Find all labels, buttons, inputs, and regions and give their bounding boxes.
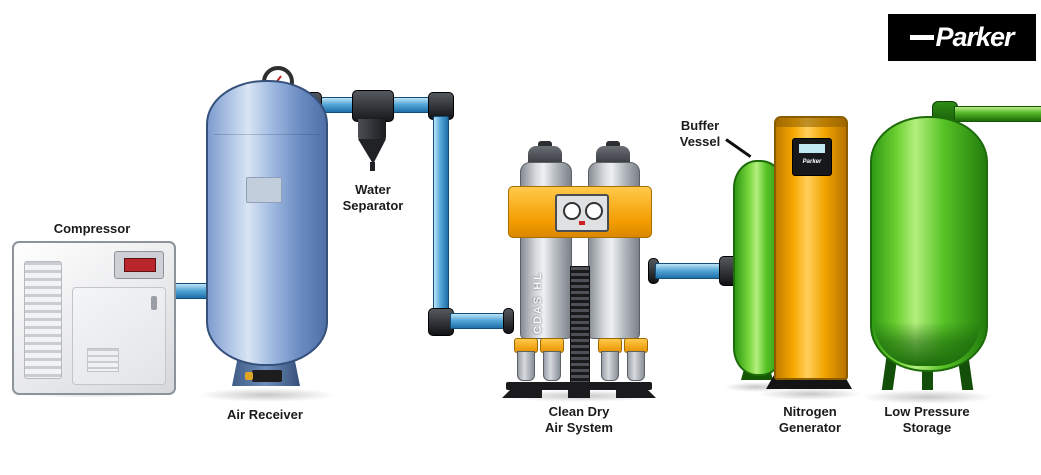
water-separator-head bbox=[352, 90, 394, 122]
air-receiver-drain-valve bbox=[252, 370, 282, 382]
generator-brand-text: Parker bbox=[802, 159, 822, 165]
cdas-unit: CDAS HL bbox=[502, 141, 656, 398]
compressor-display-screen bbox=[124, 258, 156, 272]
air-receiver-tank bbox=[206, 80, 328, 366]
generator-screen bbox=[799, 144, 825, 153]
pipe-cdas-to-buffer bbox=[655, 263, 725, 279]
compressor-door-handle bbox=[151, 296, 157, 310]
cdas-foot bbox=[616, 386, 656, 398]
water-separator-bowl bbox=[358, 139, 386, 164]
compressor-vent-grille bbox=[24, 261, 62, 379]
shadow bbox=[198, 388, 336, 402]
filter-bowl bbox=[627, 351, 645, 381]
water-separator-drain bbox=[370, 162, 375, 171]
pipe-flange bbox=[503, 308, 514, 334]
low-pressure-storage-tank bbox=[870, 116, 988, 372]
cdas-foot bbox=[502, 386, 542, 398]
parker-logo-text: Parker bbox=[935, 22, 1014, 52]
shadow bbox=[860, 390, 994, 404]
cdas-gauge-icon bbox=[585, 202, 603, 220]
parker-logo-dash bbox=[910, 35, 935, 40]
filter-bowl bbox=[517, 351, 535, 381]
parker-logo: Parker bbox=[888, 14, 1036, 61]
tank-bottom-dome bbox=[874, 322, 980, 366]
filter-bowl bbox=[601, 351, 619, 381]
filter-bowl bbox=[543, 351, 561, 381]
generator-display-panel: Parker bbox=[792, 138, 832, 176]
drain-valve-knob bbox=[245, 372, 253, 380]
air-receiver-nameplate bbox=[246, 177, 282, 203]
cdas-foot bbox=[568, 386, 590, 398]
cdas-control-band bbox=[508, 186, 652, 238]
tower-cap-knob bbox=[606, 141, 620, 149]
weld-seam bbox=[214, 134, 320, 135]
shadow bbox=[758, 388, 862, 400]
compressor-door-vent bbox=[87, 348, 119, 372]
storage-tank-leg bbox=[922, 358, 933, 390]
buffer-vessel-label: Buffer Vessel bbox=[679, 118, 721, 150]
tower-cap-knob bbox=[538, 141, 552, 149]
low-pressure-storage-label: Low Pressure Storage bbox=[884, 404, 970, 436]
nitrogen-generator-label: Nitrogen Generator bbox=[778, 404, 842, 436]
compressor-control-display bbox=[114, 251, 164, 279]
cdas-gauge-icon bbox=[563, 202, 581, 220]
center-filter-column bbox=[570, 266, 590, 388]
pipe-green-outlet bbox=[954, 106, 1041, 122]
generator-top-band bbox=[776, 118, 846, 127]
cdas-label: Clean Dry Air System bbox=[545, 404, 613, 436]
water-separator-label: Water Separator bbox=[342, 182, 404, 214]
pipe-downcomer bbox=[433, 116, 449, 314]
air-receiver-label: Air Receiver bbox=[227, 407, 303, 422]
cdas-indicator-light bbox=[579, 221, 585, 225]
shadow bbox=[724, 382, 788, 392]
compressor-unit bbox=[12, 241, 176, 395]
cdas-display-panel bbox=[555, 194, 609, 232]
water-separator-body bbox=[358, 119, 386, 140]
cdas-model-text: CDAS HL bbox=[532, 271, 544, 334]
compressor-door bbox=[72, 287, 166, 385]
nitrogen-generator-column: Parker bbox=[774, 116, 848, 380]
compressor-label: Compressor bbox=[53, 221, 131, 236]
